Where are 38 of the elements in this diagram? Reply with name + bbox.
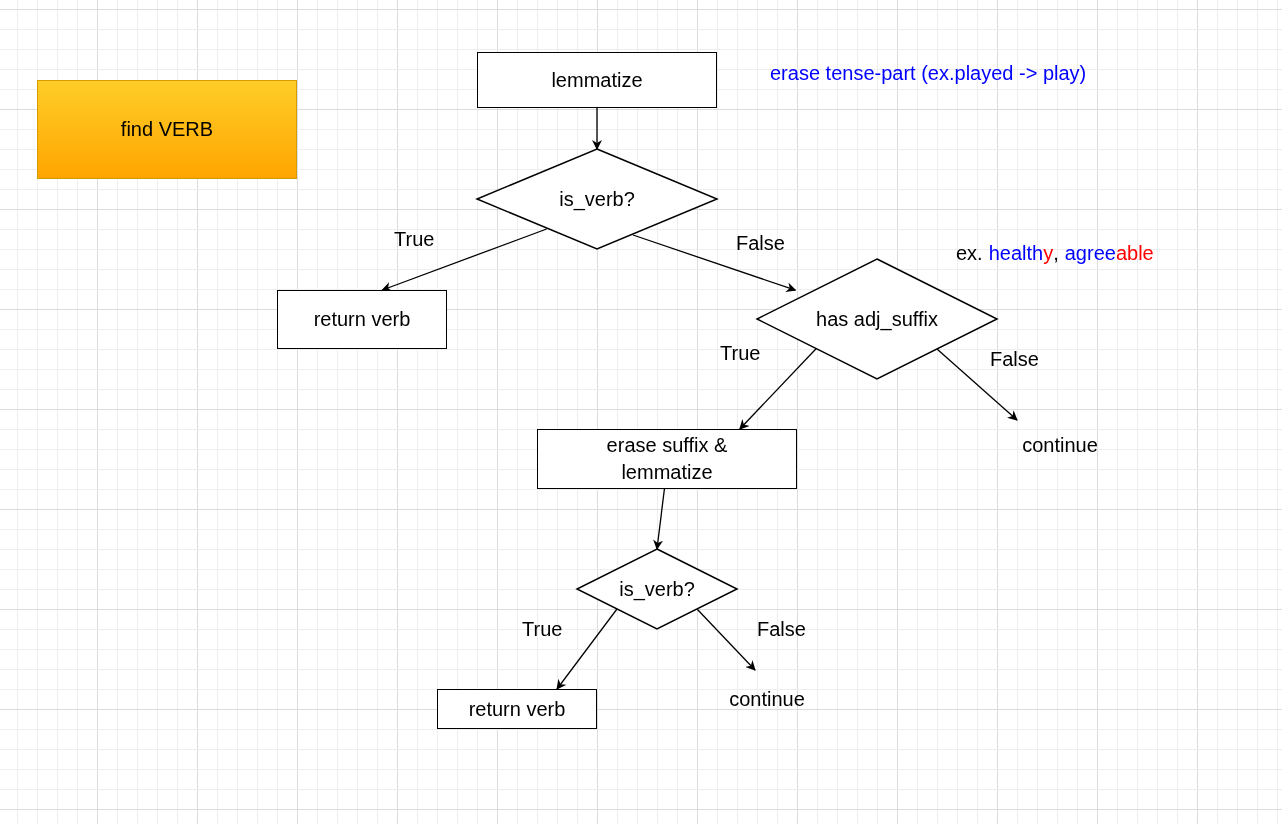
arrow (556, 608, 618, 690)
node-text: has adj_suffix (815, 306, 939, 333)
example-text: health (988, 242, 1044, 265)
example-text: able (1115, 242, 1154, 265)
node-text: find VERB (119, 117, 215, 142)
edge-label: False (736, 232, 785, 255)
example-text: , (1053, 242, 1059, 265)
decision-diamond (577, 549, 737, 629)
process-box (437, 689, 597, 729)
node-text: erase suffix & lemmatize (605, 433, 729, 485)
node-text: is_verb? (558, 186, 636, 213)
arrow (739, 347, 818, 430)
arrow (381, 228, 548, 292)
process-box (277, 290, 447, 349)
terminal-label: continue (1010, 420, 1110, 470)
node-text: return verb (467, 696, 567, 722)
edge-label: True (522, 618, 563, 641)
arrow (632, 234, 797, 293)
arrow (653, 488, 666, 550)
node-text: lemmatize (550, 67, 644, 93)
node-text: is_verb? (618, 576, 696, 603)
edge-label: False (990, 348, 1039, 371)
edge-label: True (394, 228, 435, 251)
process-box (477, 52, 717, 108)
arrow (696, 608, 756, 671)
example-text: y (1043, 242, 1054, 265)
edge-label: True (720, 342, 761, 365)
example-text: ex. (956, 242, 983, 265)
example-text: agree (1064, 242, 1116, 265)
title-box (37, 80, 297, 179)
node-text: return verb (312, 307, 412, 332)
note: erase tense-part (ex.played -> play) (770, 62, 1087, 85)
arrow (936, 348, 1018, 421)
arrow (592, 107, 602, 150)
process-box (537, 429, 797, 489)
edge-label: False (757, 618, 806, 641)
terminal-label: continue (717, 670, 817, 728)
decision-diamond (477, 149, 717, 249)
